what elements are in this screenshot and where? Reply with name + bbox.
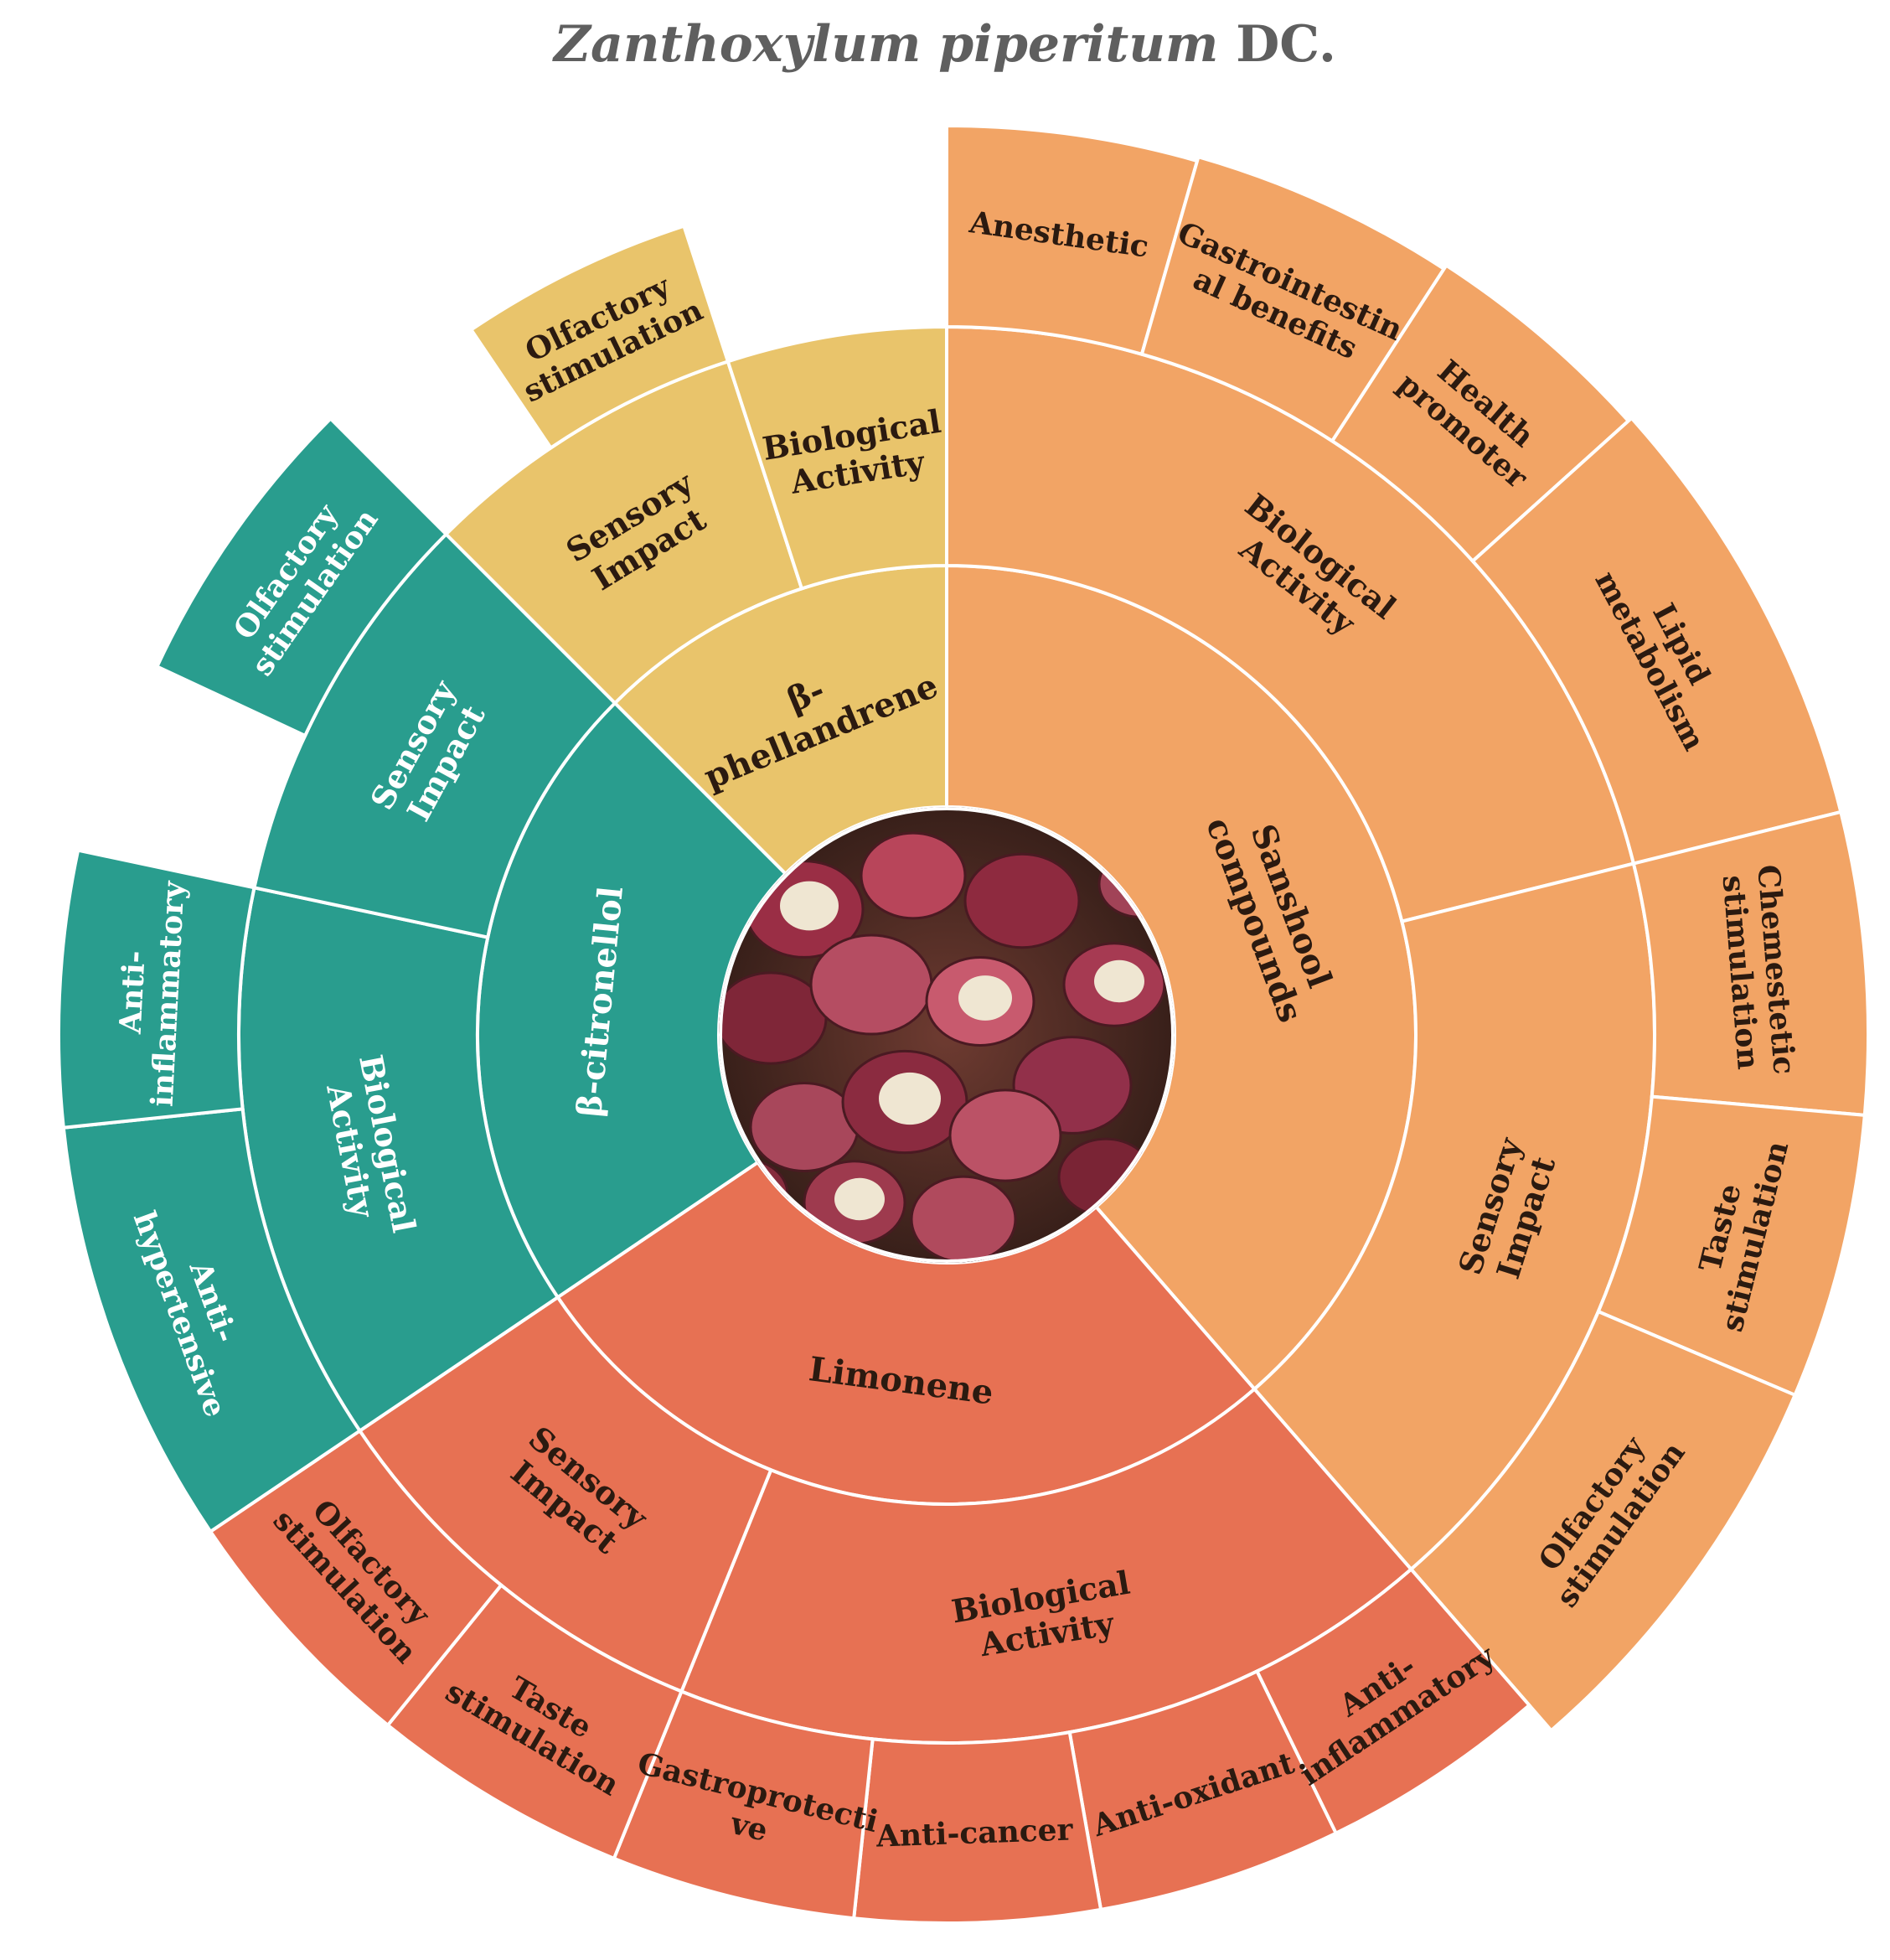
effect-segment-sanshool-1-2 — [1408, 1309, 1798, 1734]
pepper-husk-icon — [910, 1175, 1017, 1263]
pepper-husk-interior-icon — [879, 1072, 941, 1125]
pepper-husk-icon — [948, 1089, 1062, 1182]
species-authority: DC. — [1236, 15, 1336, 74]
pepper-husk-interior-icon — [780, 881, 839, 931]
sunburst-segments — [57, 123, 1870, 1925]
pepper-husk-icon — [809, 933, 933, 1036]
pepper-husk-interior-icon — [1094, 959, 1144, 1003]
effect-label-citronellol-0-1-line: Anti- — [113, 949, 152, 1035]
effect-segment-phellandrene-0-0 — [468, 224, 731, 451]
pepper-husk-icon — [860, 831, 967, 920]
pepper-husk-interior-icon — [834, 1177, 885, 1221]
pepper-husk-icon — [749, 1082, 860, 1172]
effect-label-limonene-0-2: Anti-cancer — [875, 1812, 1074, 1854]
figure-title: Zanthoxylum piperitum DC. — [0, 15, 1890, 74]
effect-segment-citronellol-1-0 — [154, 416, 449, 738]
center-border — [719, 807, 1175, 1263]
effect-segment-citronellol-0-1 — [57, 848, 256, 1130]
pepper-husk-interior-icon — [958, 975, 1012, 1021]
species-name: Zanthoxylum piperitum — [554, 15, 1219, 74]
category-label-limonene-0: BiologicalActivity — [949, 1564, 1139, 1668]
pepper-husk-icon — [719, 971, 828, 1065]
category-label-citronellol-0: BiologicalActivity — [315, 1052, 423, 1243]
effect-label-limonene-0-2-line: Anti-cancer — [875, 1812, 1074, 1854]
category-segment-phellandrene-1 — [726, 324, 948, 591]
pepper-husk-icon — [963, 852, 1081, 949]
